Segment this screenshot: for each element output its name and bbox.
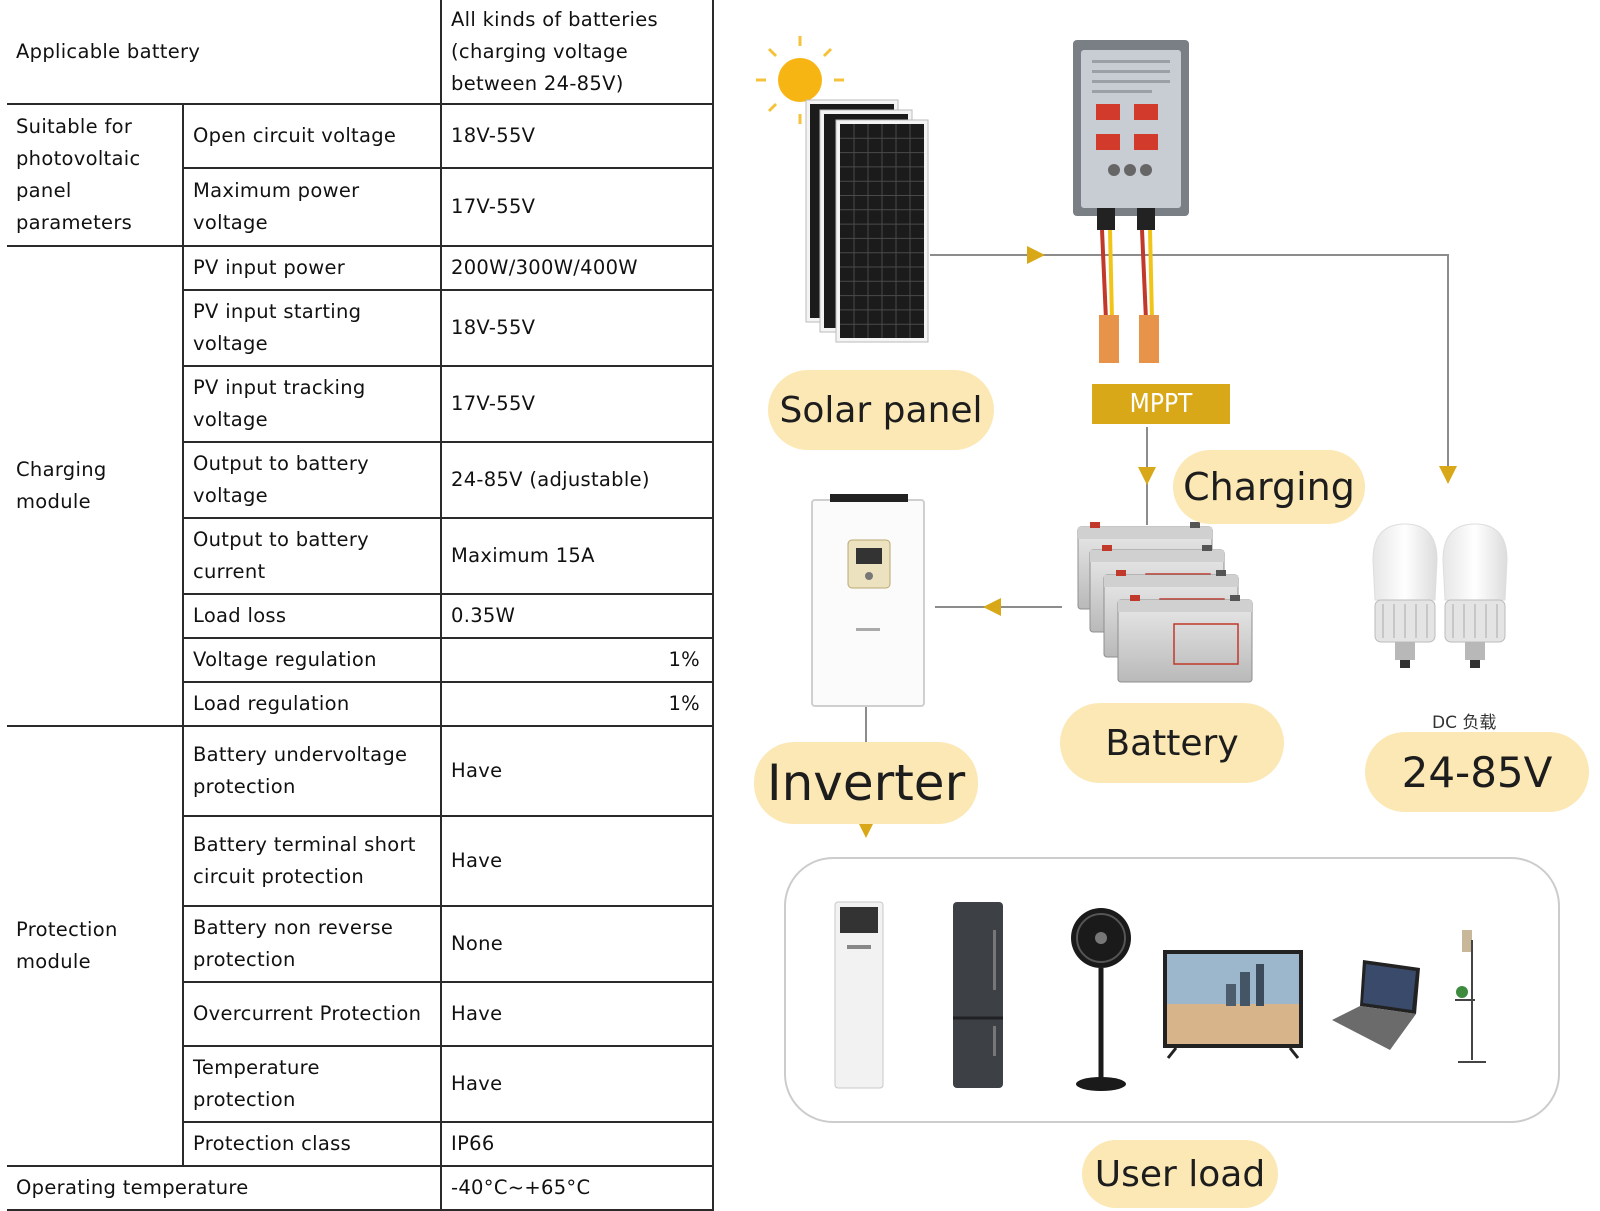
television-icon <box>1163 950 1303 1059</box>
param-name: Load regulation <box>183 681 443 727</box>
laptop-icon <box>1332 960 1420 1050</box>
param-value: Have <box>440 725 715 817</box>
param-value: 17V-55V <box>440 167 715 247</box>
solar-panel-label: Solar panel <box>768 370 994 450</box>
floor-lamp-icon <box>1455 930 1486 1063</box>
row-label: Applicable battery <box>7 0 443 105</box>
solar-panel-icon <box>805 99 929 343</box>
param-value: 18V-55V <box>440 289 715 367</box>
panel-to-load-line <box>930 254 1449 468</box>
param-value: None <box>440 905 715 983</box>
arrow-down-battery <box>1138 467 1156 485</box>
param-value: 17V-55V <box>440 365 715 443</box>
dc-voltage-label: 24-85V <box>1365 732 1589 812</box>
param-value: 200W/300W/400W <box>440 245 715 291</box>
param-value: 24-85V (adjustable) <box>440 441 715 519</box>
param-value: Have <box>440 815 715 907</box>
dc-load-note: DC 负载 <box>1432 713 1497 733</box>
param-name: Overcurrent Protection <box>183 981 443 1047</box>
solar-panel-module <box>835 119 929 343</box>
param-value: Have <box>440 981 715 1047</box>
param-value: 1% <box>440 681 715 727</box>
battery-unit <box>1117 595 1253 683</box>
user-load-box <box>784 857 1560 1123</box>
arrow-down-load <box>1439 466 1457 484</box>
flow-arrows <box>857 246 1457 838</box>
battery-bank-icon <box>1077 522 1253 683</box>
charging-label: Charging <box>1173 450 1365 524</box>
param-name: PV input power <box>181 245 443 291</box>
mppt-label: MPPT <box>1092 384 1230 424</box>
standing-fan-icon <box>1071 908 1131 1091</box>
param-value: 0.35W <box>440 593 715 639</box>
param-name: Load loss <box>183 593 443 639</box>
mppt-controller-icon <box>1073 40 1189 363</box>
led-bulb-icon <box>1372 523 1508 668</box>
user-load-label: User load <box>1082 1140 1278 1208</box>
inverter-label: Inverter <box>754 742 978 824</box>
bulb <box>1442 523 1508 668</box>
refrigerator-icon <box>953 902 1003 1088</box>
param-value: 1% <box>440 637 715 683</box>
bulb <box>1372 523 1438 668</box>
air-conditioner-icon <box>834 901 884 1089</box>
param-name: Protection class <box>183 1121 443 1167</box>
param-name: Open circuit voltage <box>181 103 443 169</box>
inverter-icon <box>811 494 925 707</box>
param-name: Voltage regulation <box>183 637 443 683</box>
arrow-right <box>1027 246 1045 264</box>
battery-label: Battery <box>1060 703 1284 783</box>
arrow-left-inverter <box>983 598 1001 616</box>
param-value: IP66 <box>440 1121 715 1167</box>
param-value: Maximum 15A <box>440 517 715 595</box>
param-value: Have <box>440 1045 715 1123</box>
arrow-down-userload <box>857 820 875 838</box>
param-value: 18V-55V <box>440 103 715 169</box>
